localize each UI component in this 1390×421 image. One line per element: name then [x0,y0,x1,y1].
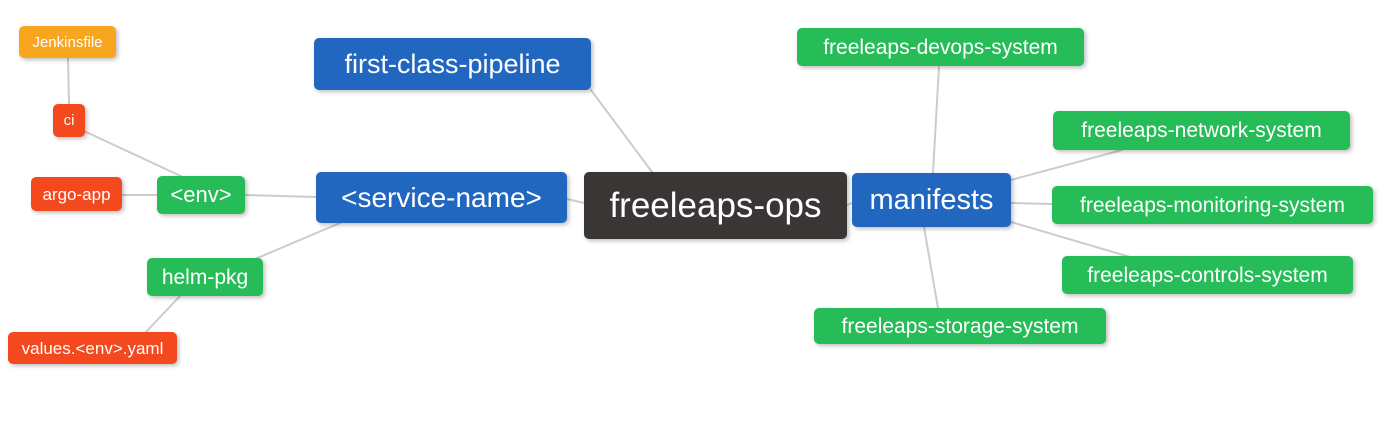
node-first-class-pipeline[interactable]: first-class-pipeline [314,38,591,90]
node-service-name[interactable]: <service-name> [316,172,567,223]
node-freeleaps-devops-system[interactable]: freeleaps-devops-system [797,28,1084,66]
node-helm-pkg[interactable]: helm-pkg [147,258,263,296]
node-freeleaps-controls-system[interactable]: freeleaps-controls-system [1062,256,1353,294]
node-freeleaps-network-system[interactable]: freeleaps-network-system [1053,111,1350,150]
node-env[interactable]: <env> [157,176,245,214]
node-jenkinsfile[interactable]: Jenkinsfile [19,26,116,58]
node-manifests[interactable]: manifests [852,173,1011,227]
node-ci[interactable]: ci [53,104,85,137]
node-values-env-yaml[interactable]: values.<env>.yaml [8,332,177,364]
node-freeleaps-storage-system[interactable]: freeleaps-storage-system [814,308,1106,344]
node-freeleaps-monitoring-system[interactable]: freeleaps-monitoring-system [1052,186,1373,224]
node-freeleaps-ops[interactable]: freeleaps-ops [584,172,847,239]
node-argo-app[interactable]: argo-app [31,177,122,211]
